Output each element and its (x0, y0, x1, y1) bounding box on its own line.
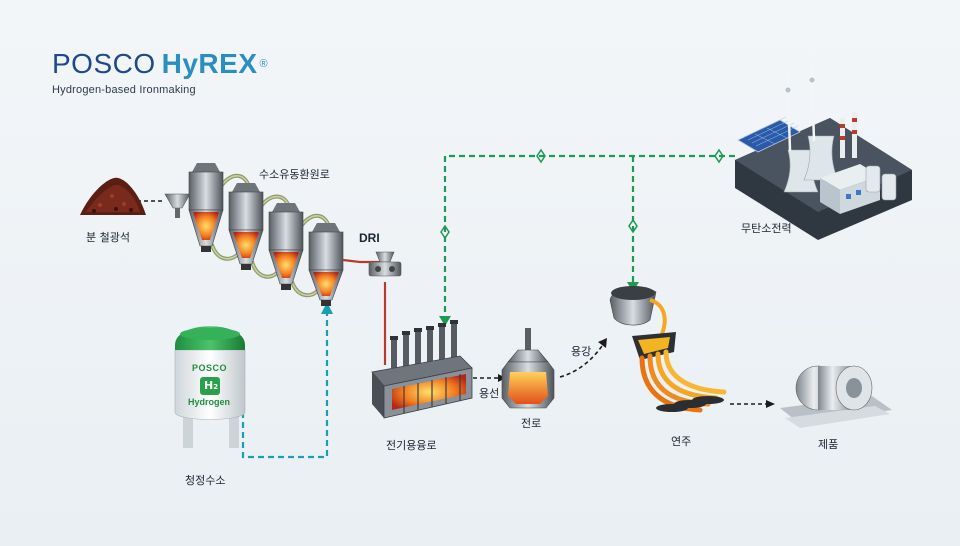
continuous-caster (609, 286, 727, 413)
tank-h2-symbol: H2 (204, 379, 218, 392)
hydrogen-line (241, 310, 329, 459)
lightning-marker (440, 224, 450, 240)
reactor-stage-4 (308, 223, 344, 306)
process-arrows (137, 200, 768, 405)
logo-registered-mark: ® (259, 58, 269, 70)
logo-posco-text: POSCO (52, 48, 156, 79)
lightning-marker (536, 148, 546, 164)
plant-tanks (865, 165, 897, 201)
power-line-arrowheads (439, 282, 639, 326)
fluidized-reduction-reactors (188, 163, 344, 306)
solar-panels (737, 116, 801, 153)
arrowhead-eaf (439, 316, 451, 326)
rollers (656, 396, 724, 412)
steel-coil-product (780, 365, 892, 428)
wind-turbines (759, 39, 837, 152)
reactor-stage-2 (228, 183, 264, 270)
label-molten-steel: 용강 (571, 345, 592, 358)
logo-hyrex-text: HyREX (161, 48, 258, 79)
tank-h-letter: H (204, 379, 214, 392)
lightning-marker (628, 218, 638, 234)
hydrogen-tank (174, 326, 246, 448)
power-line-network (443, 154, 735, 320)
iron-ore-pile (80, 177, 146, 215)
label-clean-hydrogen: 청정수소 (185, 474, 226, 487)
label-continuous-casting: 연주 (671, 435, 692, 448)
cooling-towers (783, 135, 839, 193)
logo-subtitle: Hydrogen-based Ironmaking (52, 84, 196, 96)
converter (501, 328, 555, 409)
label-hot-metal: 용선 (479, 387, 500, 400)
label-converter: 전로 (521, 417, 542, 430)
label-electric-smelting-furnace: 전기용융로 (386, 439, 437, 452)
arrowhead-molten-steel (598, 338, 607, 348)
label-carbon-free-power: 무탄소전력 (741, 222, 792, 235)
lightning-marker (714, 148, 724, 164)
power-line-to-eaf (443, 154, 735, 320)
label-product: 제품 (818, 438, 839, 451)
power-plant (735, 39, 912, 240)
hydrogen-arrowhead (321, 302, 333, 314)
power-line-markers (440, 148, 724, 240)
tank-brand-text: POSCO (192, 363, 228, 373)
tundish (632, 332, 676, 360)
tank-h-subscript: 2 (213, 383, 219, 391)
arrowhead-product (766, 400, 775, 408)
electric-smelting-furnace (371, 320, 473, 419)
feed-hopper (164, 193, 191, 218)
tank-hydrogen-word: Hydrogen (188, 397, 231, 407)
chimneys (840, 112, 857, 158)
label-dri: DRI (359, 231, 380, 245)
label-iron-ore: 분 철광석 (86, 231, 130, 244)
label-reduction-reactor: 수소유동환원로 (259, 168, 330, 181)
reactor-stage-1 (188, 163, 224, 252)
ladle (609, 286, 667, 335)
reactor-stage-3 (268, 203, 304, 290)
dri-hopper (368, 251, 402, 277)
